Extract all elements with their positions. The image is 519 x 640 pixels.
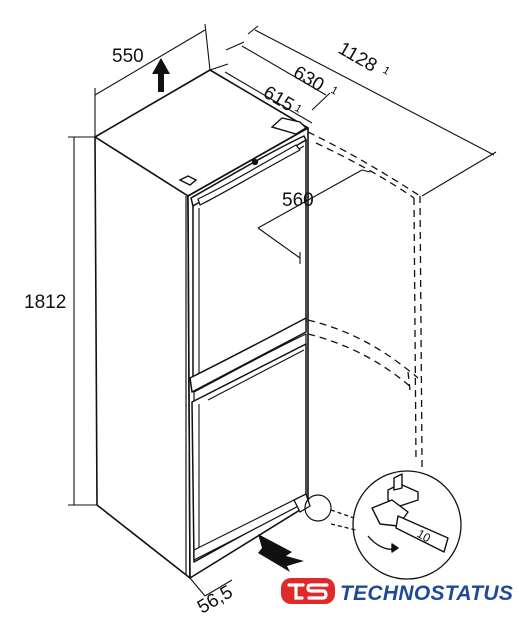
up-arrow-icon [152, 58, 170, 92]
wrench-icon [367, 473, 449, 553]
right-arrow-icon [258, 534, 304, 572]
door-width-dimension [257, 169, 371, 264]
width-dimension-line [94, 23, 211, 137]
bottom-hinge [293, 493, 332, 522]
top-hinge [178, 117, 308, 186]
plinth-offset-label: 56,5 [194, 582, 237, 619]
depth-dimension-lines [209, 25, 497, 197]
height-dimension-line [68, 136, 97, 506]
ts-logo-mark [281, 578, 335, 604]
depth-with-handle-note: 1 [329, 84, 340, 97]
upper-door [190, 135, 307, 389]
depth-with-handle-label: 630 [290, 62, 328, 96]
depth-door-open-label: 1128 [335, 38, 381, 77]
technostatus-logo: TECHNOSTATUS [281, 578, 513, 605]
fridge-side-face [94, 136, 191, 579]
wrench-size-label: 10 [415, 526, 434, 545]
open-door-outline [307, 131, 423, 468]
width-label: 550 [112, 46, 144, 67]
door-width-label: 560 [282, 190, 314, 211]
depth-door-open-note: 1 [381, 64, 392, 77]
plinth-dimension-line [189, 577, 233, 597]
brand-name: TECHNOSTATUS [340, 582, 513, 605]
depth-body-note: 1 [293, 102, 304, 115]
height-label: 1812 [24, 292, 66, 313]
lower-door [189, 317, 307, 563]
